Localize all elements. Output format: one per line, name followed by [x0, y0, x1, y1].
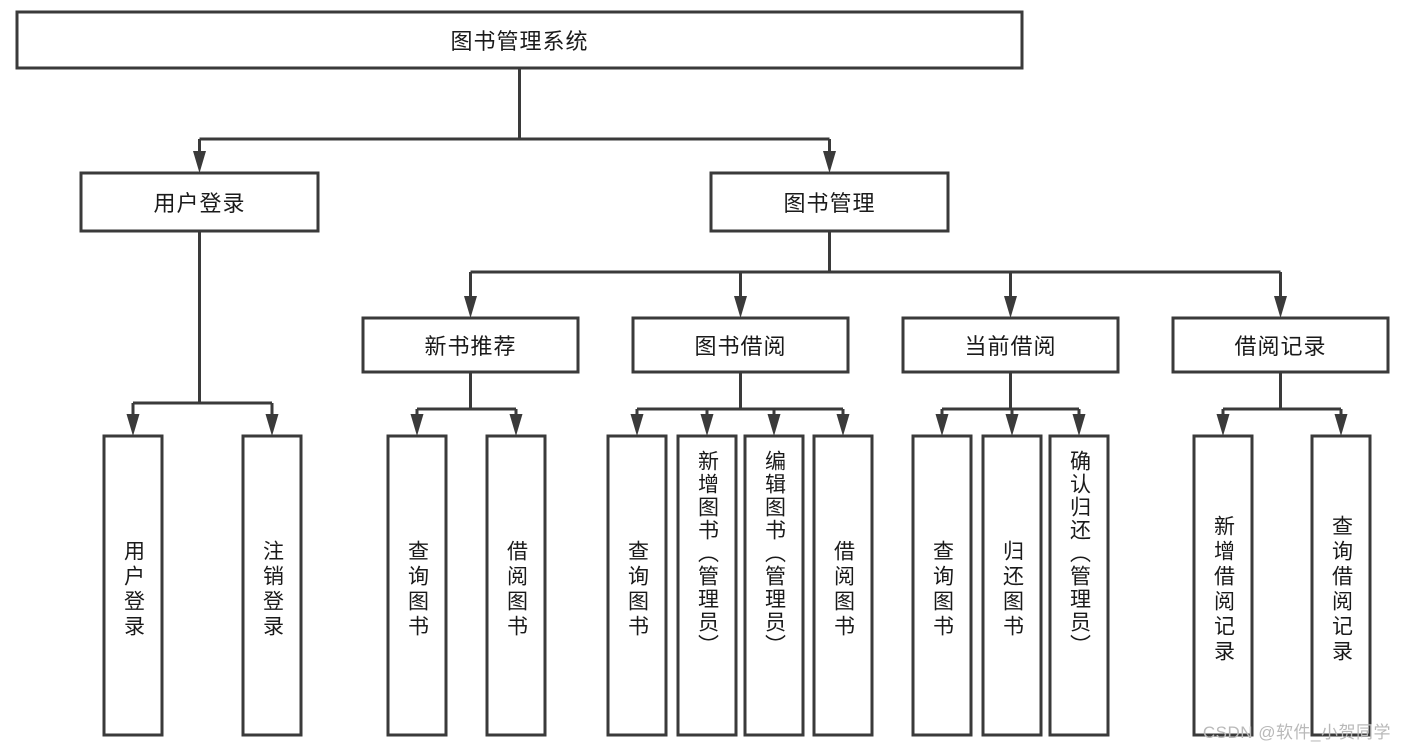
node-box-book-manage[interactable]	[709, 171, 950, 233]
arrowhead-icon	[767, 414, 781, 436]
node-box-q-book-2[interactable]	[606, 434, 668, 737]
arrowhead-icon	[823, 151, 836, 173]
arrowhead-icon	[1004, 296, 1017, 318]
node-box-user-login-leaf[interactable]	[102, 434, 164, 737]
arrowhead-icon	[464, 296, 477, 318]
arrowhead-icon	[193, 151, 206, 173]
arrowhead-icon	[410, 414, 424, 436]
node-box-book-borrow[interactable]	[631, 316, 850, 374]
node-box-add-book[interactable]	[676, 434, 738, 737]
node-box-logout-leaf[interactable]	[241, 434, 303, 737]
node-box-borrow-record[interactable]	[1171, 316, 1390, 374]
node-box-new-book-rec[interactable]	[361, 316, 580, 374]
node-box-confirm-return[interactable]	[1048, 434, 1110, 737]
node-box-q-book-3[interactable]	[911, 434, 973, 737]
node-box-return-book[interactable]	[981, 434, 1043, 737]
arrowhead-icon	[836, 414, 850, 436]
arrowhead-icon	[509, 414, 523, 436]
node-box-q-book-1[interactable]	[386, 434, 448, 737]
arrowhead-icon	[700, 414, 714, 436]
arrowhead-icon	[734, 296, 747, 318]
arrowhead-icon	[935, 414, 949, 436]
arrowhead-icon	[126, 414, 140, 436]
arrowhead-icon	[1072, 414, 1086, 436]
arrowhead-icon	[630, 414, 644, 436]
node-box-root[interactable]	[15, 10, 1024, 70]
node-box-add-record[interactable]	[1192, 434, 1254, 737]
node-box-b-book-2[interactable]	[812, 434, 874, 737]
node-box-current-borrow[interactable]	[901, 316, 1120, 374]
arrowhead-icon	[1334, 414, 1348, 436]
connector-group	[126, 68, 1348, 436]
arrowhead-icon	[1216, 414, 1230, 436]
node-box-b-book-1[interactable]	[485, 434, 547, 737]
arrowhead-icon	[265, 414, 279, 436]
arrowhead-icon	[1005, 414, 1019, 436]
node-box-query-record[interactable]	[1310, 434, 1372, 737]
node-box-edit-book[interactable]	[743, 434, 805, 737]
node-box-user-login[interactable]	[79, 171, 320, 233]
arrowhead-icon	[1274, 296, 1287, 318]
node-group	[15, 10, 1390, 737]
